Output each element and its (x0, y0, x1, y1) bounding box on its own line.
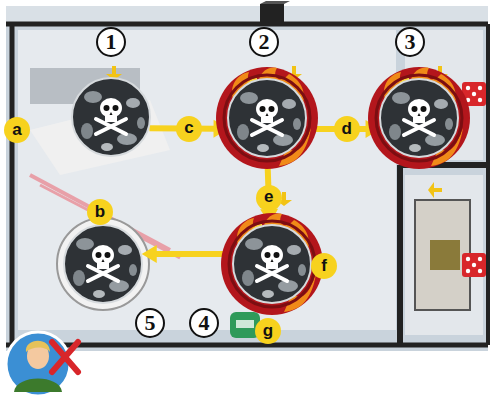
skull-token (64, 225, 142, 303)
callout-letter: f (311, 253, 337, 279)
callout-number: 1 (96, 27, 126, 57)
edge-letter: d (334, 116, 360, 142)
callout-number-text: 4 (199, 312, 210, 334)
skull-token (233, 225, 311, 303)
fire-victim-token: 4 (232, 224, 312, 304)
victim-token: 5 (63, 224, 143, 304)
skull-token (72, 78, 150, 156)
callout-number-text: 2 (259, 31, 270, 53)
skull-token (380, 79, 458, 157)
callout-number: 4 (189, 308, 219, 338)
callout-number: 5 (135, 308, 165, 338)
fire-victim-token: 3 (379, 78, 459, 158)
callout-letter-text: f (321, 257, 327, 274)
token-art (207, 58, 327, 178)
move-arrow (142, 245, 234, 263)
callout-number-text: 5 (145, 312, 156, 334)
callout-number-text: 3 (405, 31, 416, 53)
edge-letter: e (256, 185, 282, 211)
fire-ring (221, 213, 323, 315)
callout-number: 2 (249, 27, 279, 57)
edge-letter-text: e (264, 188, 273, 205)
edge-letter-text: c (184, 119, 193, 136)
victim-token: 1 (71, 77, 151, 157)
edge-letter-text: d (342, 120, 352, 137)
callout-letter-text: b (95, 203, 105, 220)
token-art (359, 58, 479, 178)
callout-number-text: 1 (106, 31, 117, 53)
token-art (51, 57, 171, 177)
callout-letter: g (255, 318, 281, 344)
callout-number: 3 (395, 27, 425, 57)
skull-token (228, 79, 306, 157)
callout-letter-text: a (12, 121, 21, 138)
fire-victim-token: 2 (227, 78, 307, 158)
fire-ring (216, 67, 318, 169)
callout-letter-text: g (263, 322, 273, 339)
edge-letter: c (176, 116, 202, 142)
callout-letter: b (87, 199, 113, 225)
arrow-head (142, 245, 157, 263)
callout-letter: a (4, 117, 30, 143)
arrow-shaft (155, 251, 234, 257)
fire-ring (368, 67, 470, 169)
